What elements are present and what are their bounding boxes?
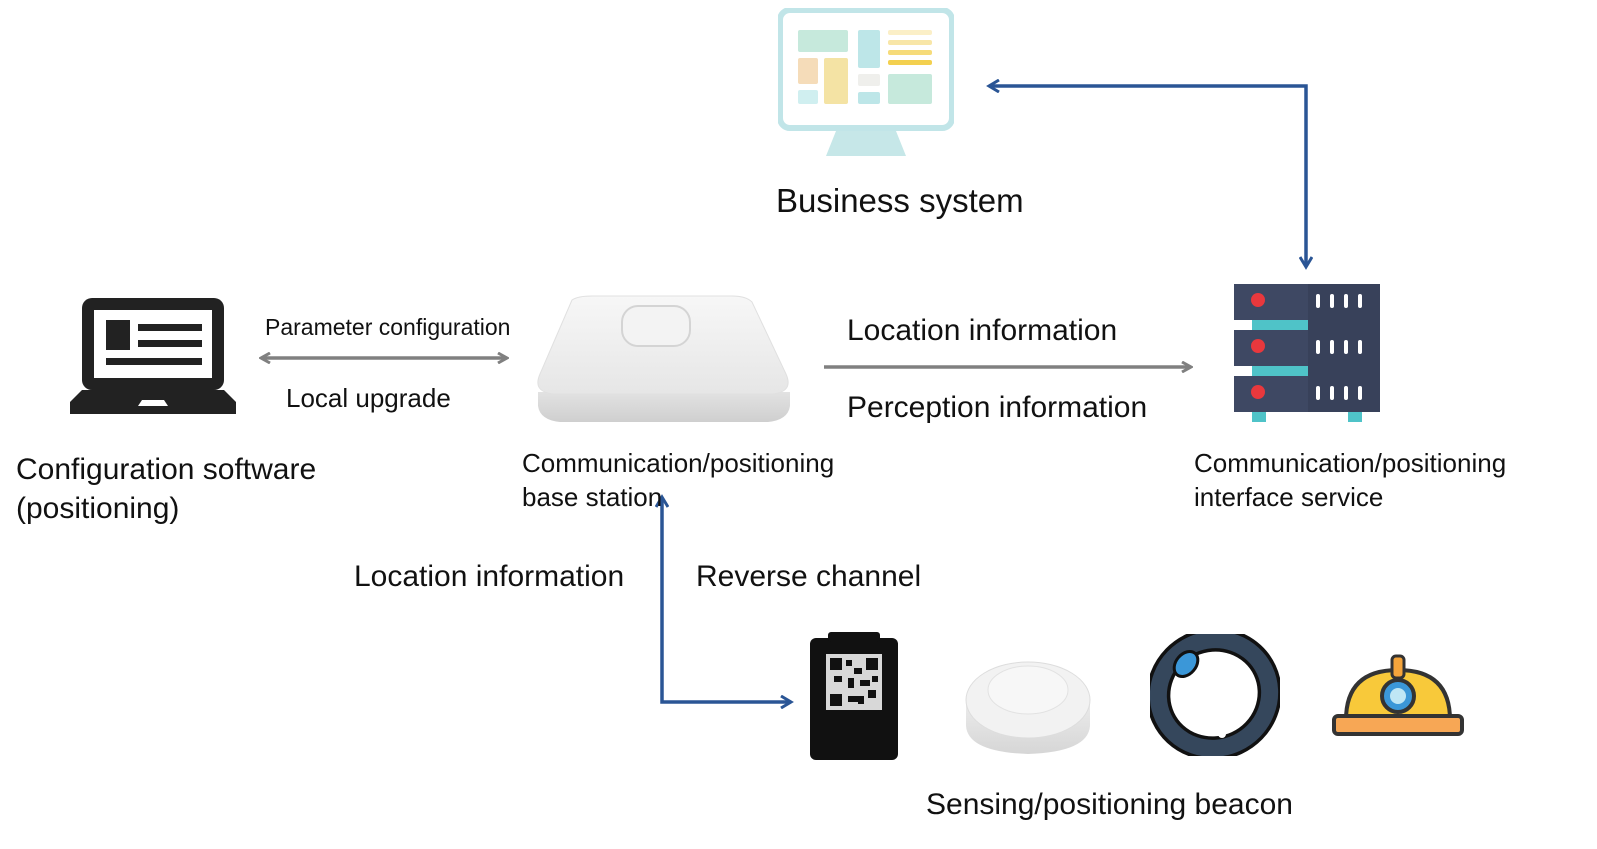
- config-software-label-line2: (positioning): [16, 492, 180, 525]
- interface-service-node: [1234, 282, 1380, 424]
- base-station-label: Communication/positioning base station: [522, 446, 834, 514]
- beacons-label: Sensing/positioning beacon: [926, 788, 1293, 821]
- business-system-label: Business system: [776, 182, 1024, 219]
- config-link-bottom-label: Local upgrade: [286, 383, 451, 413]
- interface-service-label-line2: interface service: [1194, 482, 1384, 512]
- base-station-label-line1: Communication/positioning: [522, 448, 835, 478]
- config-software-node: [68, 296, 238, 416]
- config-link-top-label: Parameter configuration: [265, 314, 511, 340]
- wristband-icon: [1150, 634, 1280, 756]
- helmet-beacon: [1332, 654, 1464, 740]
- interface-service-label: Communication/positioning interface serv…: [1194, 446, 1506, 514]
- config-software-label-line1: Configuration software: [16, 453, 317, 486]
- beacon-link-arrow: [662, 498, 790, 702]
- tag-card-beacon: [808, 630, 900, 762]
- tag-card-icon: [810, 632, 898, 760]
- base-station-icon: [537, 295, 790, 422]
- round-beacon-icon: [965, 661, 1091, 754]
- safety-helmet-icon: [1332, 654, 1464, 736]
- laptop-icon: [70, 298, 236, 414]
- business-system-node: [778, 8, 954, 158]
- beacon-link-right-label: Reverse channel: [696, 560, 922, 593]
- uplink-top-label: Location information: [847, 314, 1118, 347]
- uplink-bottom-label: Perception information: [847, 391, 1148, 424]
- config-software-label: Configuration software (positioning): [16, 450, 316, 528]
- base-station-node: [532, 294, 794, 424]
- beacon-link-left-label: Location information: [354, 560, 625, 593]
- business-link-arrow: [990, 86, 1306, 266]
- wristband-beacon: [1150, 634, 1280, 756]
- interface-service-label-line1: Communication/positioning: [1194, 448, 1507, 478]
- round-beacon: [964, 656, 1092, 756]
- monitor-icon: [778, 8, 954, 156]
- server-icon: [1234, 284, 1380, 422]
- base-station-label-line2: base station: [522, 482, 663, 512]
